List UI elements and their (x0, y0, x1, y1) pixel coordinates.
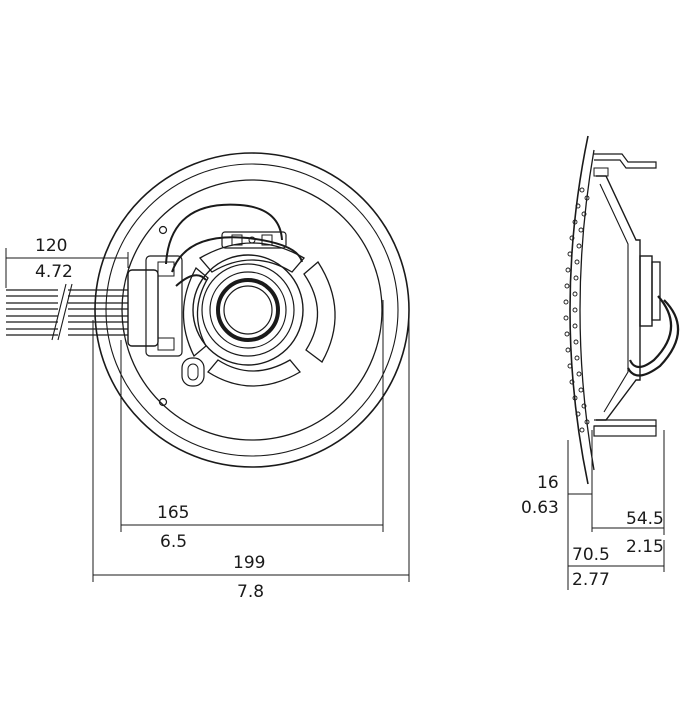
cone-inner (209, 271, 287, 349)
wire-break-mark-1 (51, 283, 67, 341)
rear-wire-2 (628, 295, 673, 369)
side-view (563, 135, 680, 590)
grille-perforations (563, 187, 590, 433)
basket-window-lower (207, 359, 301, 387)
hole-spacing-mm-label: 165 (157, 503, 189, 523)
terminal-block (221, 231, 287, 249)
terminal-pin-left (231, 234, 243, 246)
clamp-top-plate (593, 167, 609, 177)
inner-rim (105, 163, 399, 457)
connector-housing (127, 269, 159, 347)
internal-wire-1 (165, 203, 283, 265)
mount-hole-bottom (158, 397, 168, 407)
dust-cap-ring (216, 278, 280, 342)
basket-window-right (303, 261, 336, 363)
outer-rim (94, 152, 410, 468)
outer-diameter-in-label: 7.8 (237, 582, 264, 602)
magnet (639, 255, 653, 327)
hole-spacing-in-label: 6.5 (160, 532, 187, 552)
terminal-dot (248, 236, 256, 244)
flange-depth-in-label: 0.63 (521, 498, 559, 518)
dust-cap (223, 285, 273, 335)
rear-wire (627, 299, 680, 377)
outer-diameter-mm-label: 199 (233, 553, 265, 573)
magnet-cap (651, 261, 661, 321)
flange-depth-mm-label: 16 (537, 473, 559, 493)
connector-tab-2 (157, 337, 175, 351)
grille-face-outer (569, 135, 589, 485)
basket-window-left (182, 266, 209, 358)
dimension-lines-front (5, 248, 410, 582)
total-depth-mm-label: 70.5 (572, 545, 610, 565)
front-view (5, 152, 410, 582)
basket-profile-inner (599, 183, 629, 413)
cone-surround (192, 254, 304, 366)
basket-ring (121, 179, 383, 441)
wire-break-gap (58, 284, 68, 340)
connector-tab (157, 261, 175, 277)
wire-break-mark-2 (57, 283, 73, 341)
oblong-slot (181, 357, 205, 387)
clamp-bottom-plate (593, 425, 657, 437)
cone-outer (201, 263, 295, 357)
wire-length-in-label: 4.72 (35, 262, 73, 282)
oblong-slot-inner (187, 363, 199, 381)
mount-depth-mm-label: 54.5 (626, 509, 664, 529)
mount-depth-in-label: 2.15 (626, 537, 664, 557)
wire-length-mm-label: 120 (35, 236, 67, 256)
internal-wire-3 (175, 274, 207, 287)
dimension-lines-side (567, 430, 665, 590)
clamp-bottom (594, 419, 657, 427)
internal-wire-2 (171, 236, 303, 273)
grille-face-inner (579, 149, 595, 471)
total-depth-in-label: 2.77 (572, 570, 610, 590)
basket-profile (596, 175, 641, 421)
clamp-top (594, 153, 657, 169)
mount-hole-top (158, 225, 168, 235)
connector-housing-inner (145, 255, 183, 357)
